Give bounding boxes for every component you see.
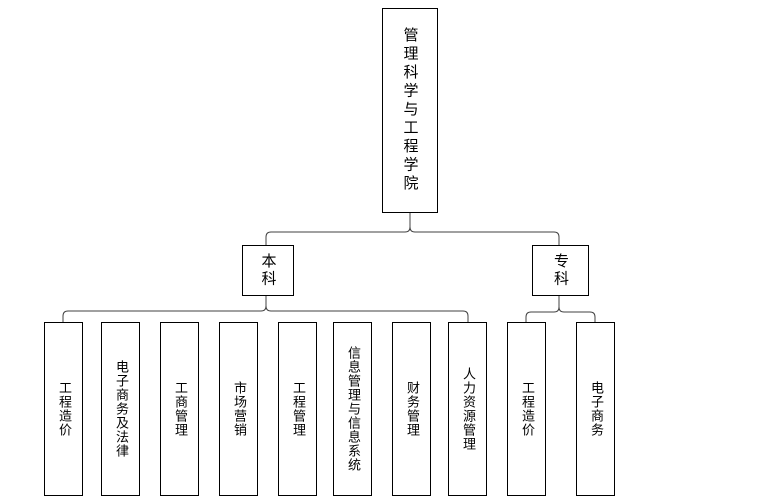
node-label: 专科	[552, 253, 570, 288]
node-undergrad-child-3: 工商管理	[160, 322, 199, 496]
node-label: 信息管理与信息系统	[345, 346, 360, 472]
node-associate-child-2: 电子商务	[576, 322, 615, 496]
node-label: 管理科学与工程学院	[401, 27, 420, 194]
node-label: 本科	[259, 253, 278, 288]
node-undergrad-child-1: 工程造价	[44, 322, 83, 496]
node-undergrad-child-7: 财务管理	[392, 322, 431, 496]
node-undergrad-child-8: 人力资源管理	[448, 322, 487, 496]
connector-benke-left	[62, 296, 267, 322]
node-label: 工程造价	[56, 381, 71, 437]
node-label: 财务管理	[404, 381, 419, 437]
connector-root-to-zhuanke	[409, 213, 560, 245]
connector-benke-right	[265, 296, 469, 322]
node-undergrad-child-4: 市场营销	[219, 322, 258, 496]
connector-zhuanke-right	[558, 296, 596, 322]
connector-zhuanke-left	[525, 296, 560, 322]
node-undergrad-child-5: 工程管理	[278, 322, 317, 496]
node-associate: 专科	[532, 245, 589, 296]
node-label: 电子商务	[588, 381, 603, 437]
node-label: 工程造价	[519, 381, 534, 437]
node-root: 管理科学与工程学院	[382, 8, 438, 213]
node-label: 工程管理	[290, 381, 305, 437]
node-undergraduate: 本科	[242, 245, 294, 296]
node-label: 人力资源管理	[460, 367, 475, 451]
node-undergrad-child-2: 电子商务及法律	[101, 322, 140, 496]
node-label: 市场营销	[231, 381, 246, 437]
node-label: 工商管理	[172, 381, 187, 437]
node-associate-child-1: 工程造价	[507, 322, 546, 496]
connector-root-to-benke	[265, 213, 411, 245]
node-label: 电子商务及法律	[113, 360, 128, 458]
node-undergrad-child-6: 信息管理与信息系统	[333, 322, 372, 496]
